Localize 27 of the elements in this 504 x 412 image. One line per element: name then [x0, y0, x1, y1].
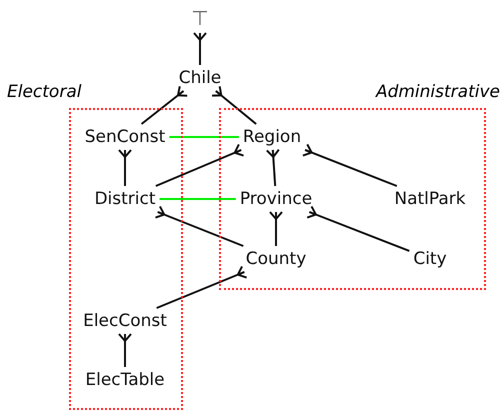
crows-foot-connector	[140, 85, 188, 125]
crows-foot-connector	[154, 205, 244, 247]
entity-label: District	[90, 186, 160, 212]
crows-foot-connector	[118, 149, 132, 186]
crows-foot-connector	[302, 143, 398, 187]
group-heading: Electoral	[7, 82, 82, 102]
crows-foot-connector	[193, 32, 207, 65]
crows-foot-connector	[211, 85, 257, 125]
entity-label: Chile	[174, 65, 226, 91]
entity-label: Region	[238, 124, 306, 150]
crows-foot-connector	[118, 333, 132, 367]
entity-label: ElecTable	[81, 367, 169, 393]
entity-label: ElecConst	[79, 308, 171, 334]
entity-label: NatlPark	[390, 186, 470, 212]
top-symbol: ⊤	[187, 3, 213, 33]
crows-foot-connector	[269, 211, 283, 246]
link-line	[160, 198, 236, 200]
crows-foot-connector	[156, 265, 248, 309]
group-heading: Administrative	[376, 82, 500, 102]
entity-label: City	[409, 246, 451, 272]
link-line	[169, 136, 239, 138]
crows-foot-connector	[155, 143, 244, 187]
crows-foot-connector	[306, 205, 410, 252]
crows-foot-connector	[266, 148, 280, 186]
entity-label: County	[242, 246, 310, 272]
entity-label: Province	[236, 186, 316, 212]
entity-label: SenConst	[80, 124, 170, 150]
